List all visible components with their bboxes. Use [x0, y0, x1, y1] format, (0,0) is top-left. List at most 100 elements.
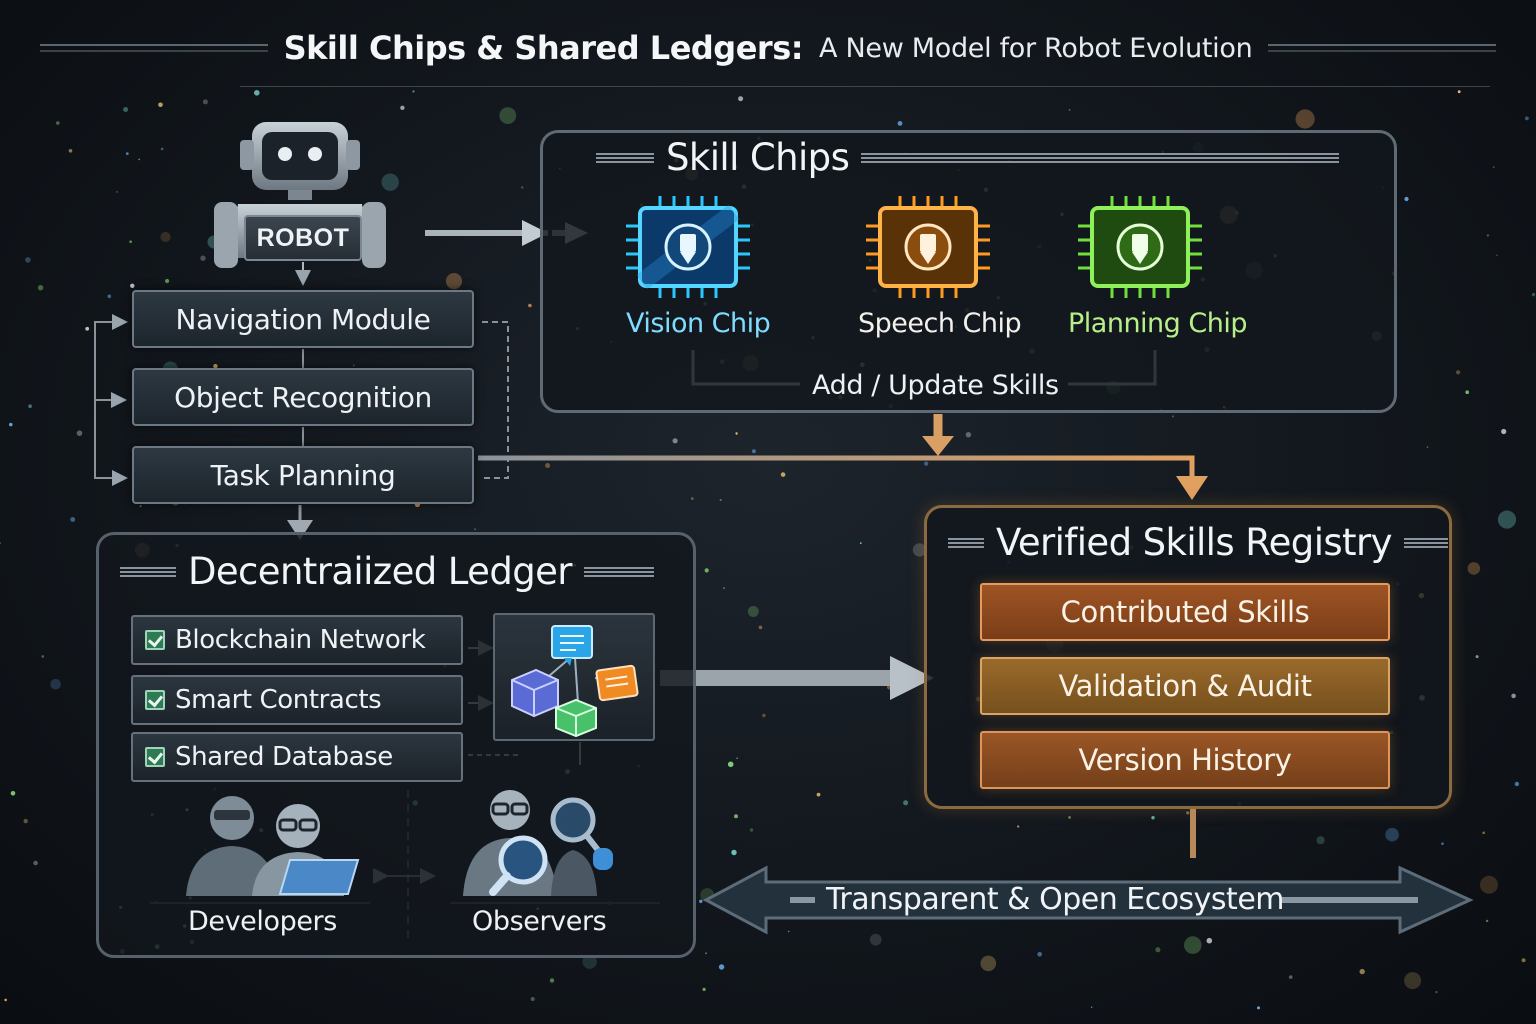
star-dot [1404, 972, 1422, 990]
star-dot [738, 96, 744, 102]
star-dot [1492, 166, 1495, 169]
title-rule-right [1268, 44, 1496, 52]
star-dot [400, 105, 405, 111]
star-dot [705, 952, 707, 955]
heading-rule [120, 566, 176, 577]
star-dot [691, 497, 694, 500]
registry-item-version-history[interactable]: Version History [980, 731, 1390, 789]
star-dot [129, 240, 132, 243]
title-rule-left [40, 44, 268, 52]
robot-label: ROBOT [244, 215, 362, 261]
star-dot [1525, 116, 1529, 121]
add-update-skills-caption: Add / Update Skills [812, 370, 1059, 401]
star-dot [521, 186, 524, 189]
star-dot [138, 158, 141, 161]
star-dot [1486, 234, 1490, 237]
star-dot [50, 678, 61, 690]
ledger-item-label: Smart Contracts [175, 685, 382, 715]
planning-to-registry-arrow [478, 455, 1195, 480]
star-dot [751, 449, 756, 454]
star-dot [125, 152, 129, 156]
registry-item-contributed-skills[interactable]: Contributed Skills [980, 583, 1390, 641]
star-dot [965, 432, 972, 438]
ledger-item-smart-contracts[interactable]: Smart Contracts [131, 675, 463, 725]
registry-title: Verified Skills Registry [996, 521, 1392, 564]
header: Skill Chips & Shared Ledgers: A New Mode… [40, 22, 1496, 74]
star-dot [253, 90, 260, 96]
star-dot [1467, 562, 1481, 575]
star-dot [749, 828, 754, 832]
star-dot [758, 625, 763, 630]
star-dot [70, 517, 76, 522]
ledger-item-shared-database[interactable]: Shared Database [131, 732, 463, 782]
star-dot [1531, 292, 1536, 297]
star-dot [1037, 952, 1042, 957]
ledger-item-label: Shared Database [175, 742, 393, 772]
star-dot [869, 933, 882, 946]
star-dot [734, 814, 738, 819]
star-dot [816, 792, 821, 797]
star-dot [352, 364, 355, 367]
star-dot [727, 761, 734, 768]
star-dot [412, 90, 415, 93]
star-dot [33, 860, 38, 866]
heading-rule [1403, 537, 1448, 548]
star-dot [1501, 428, 1507, 435]
star-dot [1475, 655, 1479, 659]
star-dot [1184, 936, 1202, 954]
star-dot [787, 930, 790, 933]
check-icon [145, 630, 165, 650]
star-dot [723, 587, 725, 590]
ecosystem-double-arrow [702, 865, 1474, 935]
star-dot [381, 173, 399, 191]
star-dot [158, 102, 163, 108]
ledger-heading: Decentraiized Ledger [120, 550, 654, 593]
star-dot [1521, 958, 1526, 963]
ledger-item-blockchain[interactable]: Blockchain Network [131, 615, 463, 665]
star-dot [1482, 831, 1485, 835]
star-dot [545, 463, 551, 468]
star-dot [76, 430, 83, 437]
speech-chip-icon[interactable] [858, 192, 1008, 302]
star-dot [130, 283, 135, 288]
star-dot [107, 294, 112, 299]
ledger-item-label: Blockchain Network [175, 625, 426, 655]
star-dot [37, 285, 44, 291]
star-dot [139, 505, 142, 508]
star-dot [123, 107, 129, 112]
star-dot [160, 147, 164, 151]
heading-rule [948, 537, 984, 548]
page-subtitle: A New Model for Robot Evolution [819, 32, 1253, 64]
star-dot [474, 528, 476, 530]
star-dot [530, 997, 535, 1001]
check-icon [145, 747, 165, 767]
star-dot [1068, 109, 1071, 111]
star-dot [68, 149, 73, 153]
ecosystem-label: Transparent & Open Ecosystem [826, 882, 1285, 917]
developers-label: Developers [188, 906, 337, 937]
star-dot [1151, 816, 1155, 820]
star-dot [25, 257, 31, 263]
star-dot [735, 432, 738, 435]
star-dot [41, 655, 45, 658]
star-dot [528, 303, 532, 308]
registry-heading: Verified Skills Registry [948, 521, 1448, 564]
vision-chip-icon[interactable] [618, 192, 768, 302]
module-navigation[interactable]: Navigation Module [132, 290, 474, 348]
star-dot [1426, 446, 1429, 448]
registry-item-validation-audit[interactable]: Validation & Audit [980, 657, 1390, 715]
star-dot [1171, 415, 1174, 418]
module-object-recognition[interactable]: Object Recognition [132, 368, 474, 426]
star-dot [1206, 937, 1213, 944]
speech-chip-label: Speech Chip [858, 308, 1022, 339]
network-nodes-icon [511, 625, 639, 738]
star-dot [56, 121, 60, 125]
star-dot [4, 998, 7, 1002]
vision-chip-label: Vision Chip [626, 308, 771, 339]
planning-chip-icon[interactable] [1070, 192, 1220, 302]
module-task-planning[interactable]: Task Planning [132, 446, 474, 504]
star-dot [1017, 825, 1020, 828]
star-dot [924, 461, 929, 466]
star-dot [1068, 816, 1071, 819]
star-dot [1288, 975, 1293, 979]
